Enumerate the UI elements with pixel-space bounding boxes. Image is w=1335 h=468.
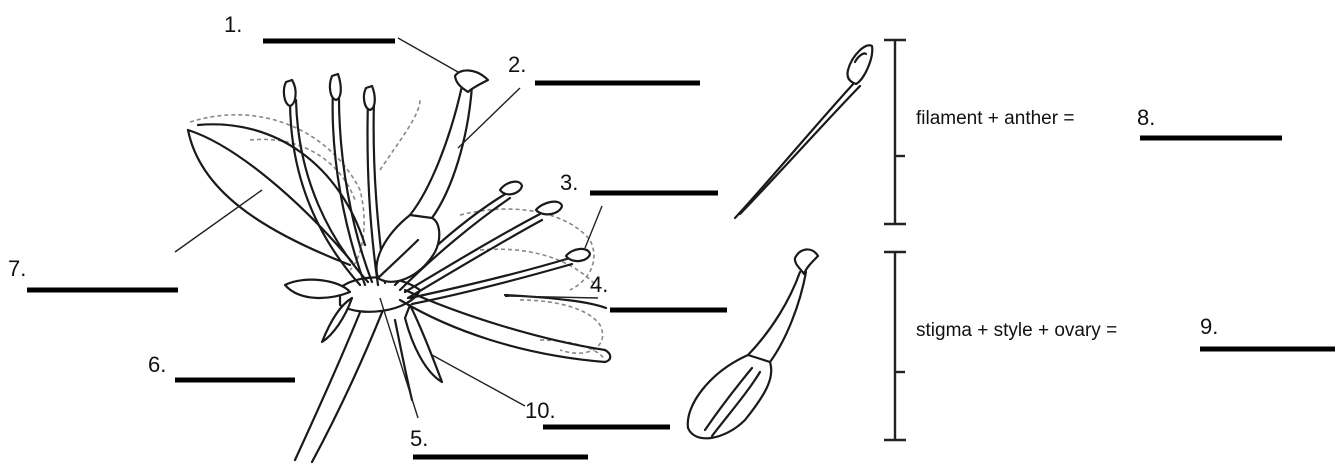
label-7: 7. [8,256,26,281]
leader-lines [175,38,602,418]
pistil-bracket [884,252,906,440]
stamen-equation: filament + anther = [916,108,1074,129]
answer-blanks [27,41,1335,457]
label-2: 2. [508,52,526,77]
pistil-illustration [688,249,818,438]
label-6: 6. [148,352,166,377]
label-9: 9. [1200,314,1218,339]
label-1: 1. [224,12,242,37]
label-3: 3. [560,170,578,195]
label-8: 8. [1137,105,1155,130]
label-10: 10. [525,398,556,423]
pistil-equation: stigma + style + ovary = [916,320,1117,341]
stamen-illustration [735,45,872,218]
number-labels: 1. 2. 3. 4. 5. 6. 7. 8. 9. 10. [8,12,1218,451]
label-5: 5. [410,426,428,451]
stamen-bracket [884,40,906,224]
label-4: 4. [590,272,608,297]
